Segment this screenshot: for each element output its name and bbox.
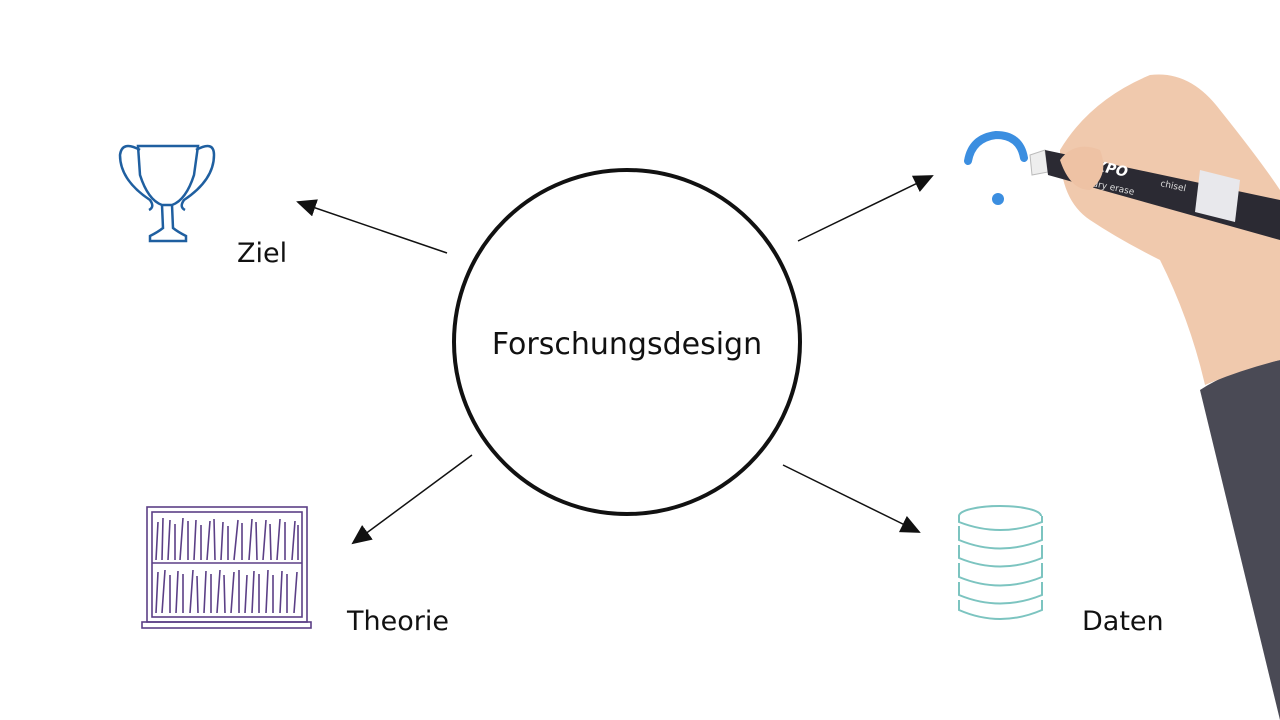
hand-with-marker: EXPO dry erase chisel [1029,74,1280,720]
hand [1060,74,1280,385]
database-icon [958,505,1043,620]
thumb [1060,146,1104,190]
ziel-label: Ziel [237,238,287,269]
arrow-to-ziel [296,199,448,254]
arrow-to-daten [782,464,921,533]
trophy-icon [118,144,216,243]
question-mark-icon [964,130,1028,205]
arrow-to-theorie [351,454,473,545]
bookshelf-icon [141,506,312,629]
theorie-label: Theorie [346,606,449,637]
marker-icon: EXPO dry erase chisel [1029,149,1280,240]
daten-label: Daten [1082,606,1164,637]
center-node: Forschungsdesign [452,168,802,516]
arrow-to-question [797,175,934,242]
center-circle [452,168,802,516]
sleeve [1200,360,1280,720]
center-label: Forschungsdesign [492,327,762,362]
